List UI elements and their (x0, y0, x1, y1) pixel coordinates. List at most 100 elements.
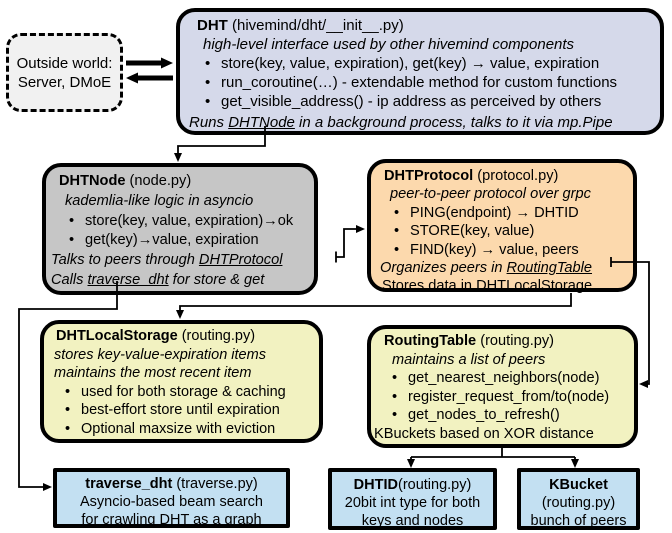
dhtlocalstorage-subtitle-2: maintains the most recent item (54, 365, 252, 382)
dhtnode-calls-prefix: Calls (51, 271, 88, 288)
dhtprotocol-bullet-1-text: PING(endpoint) → DHTID (410, 204, 579, 221)
dhtnode-title: DHTNode (node.py) (59, 172, 310, 192)
dhtprotocol-bullet-3-text: FIND(key) → value, peers (410, 241, 579, 258)
dht-bullet-3: • get_visible_address() - ip address as p… (205, 92, 654, 111)
dhtlocalstorage-bullet-1: • used for both storage & caching (65, 383, 315, 402)
dhtprotocol-box: DHTProtocol (protocol.py) peer-to-peer p… (367, 159, 637, 295)
dhtlocalstorage-bullet-2-text: best-effort store until expiration (81, 402, 280, 419)
dhtnode-bullet-1: • store(key, value, expiration)→ok (69, 212, 310, 232)
kbucket-title: KBucket (549, 477, 608, 493)
dhtnode-bullet-2: • get(key)→value, expiration (69, 231, 310, 251)
dhtprotocol-bullet-1: • PING(endpoint) → DHTID (394, 204, 629, 222)
bullet-icon: • (65, 383, 71, 400)
dht-bullet-2: • run_coroutine(…) - extendable method fo… (205, 73, 654, 92)
dhtnode-calls-line: Calls traverse_dht for store & get (51, 271, 310, 291)
dhtlocalstorage-subtitle-1: stores key-value-expiration items (54, 346, 266, 363)
dhtnode-peers-line: Talks to peers through DHTProtocol (51, 251, 310, 271)
dhtprotocol-stores-line: Stores data in DHTLocalStorage (382, 277, 629, 295)
routingtable-subtitle: maintains a list of peers (392, 351, 546, 368)
bullet-icon: • (394, 241, 400, 258)
dhtnode-dhtprotocol-ref: DHTProtocol (198, 252, 283, 269)
dhtid-title: DHTID(routing.py) (332, 476, 493, 494)
bullet-icon: • (392, 370, 398, 387)
dhtnode-subtitle: kademlia-like logic in asyncio (65, 192, 254, 209)
kbucket-line2: (routing.py) (541, 495, 616, 511)
traverse-dht-title: traverse_dht (traverse.py) (57, 475, 286, 493)
dhtlocalstorage-bullet-2: •best-effort store until expiration (65, 401, 315, 420)
routingtable-bullet-2: • register_request_from/to(node) (392, 388, 630, 407)
bullet-icon: • (69, 212, 75, 229)
dhtprotocol-routingtable-ref: RoutingTable (506, 260, 593, 277)
dhtnode-box: DHTNode (node.py) kademlia-like logic in… (42, 163, 318, 295)
bullet-icon: • (205, 74, 211, 91)
dht-bullet-2-text: run_coroutine(…) - extendable method for… (221, 74, 618, 91)
kbucket-line3: bunch of peers (530, 513, 627, 529)
dhtlocalstorage-bullet-3-text: Optional maxsize with eviction (81, 420, 276, 437)
outside-world-line1: Outside world: (16, 54, 113, 72)
outside-world-box: Outside world: Server, DMoE (6, 33, 123, 112)
dhtid-title-file: (routing.py) (397, 477, 472, 493)
traverse-dht-line2: Asyncio-based beam search (80, 494, 263, 510)
dhtnode-calls-suffix: for store & get (168, 271, 265, 288)
dht-title-file: (hivemind/dht/__init__.py) (227, 17, 404, 34)
dhtnode-bullet-2-text: get(key)→value, expiration (85, 232, 259, 249)
dht-box: DHT (hivemind/dht/__init__.py) high-leve… (176, 8, 664, 135)
routingtable-footer: KBuckets based on XOR distance (374, 425, 594, 442)
dhtlocalstorage-title-file: (routing.py) (177, 328, 256, 344)
bullet-icon: • (205, 55, 211, 72)
dhtlocalstorage-title-name: DHTLocalStorage (56, 328, 178, 344)
dht-footer-suffix: in a background process, talks to it via… (294, 114, 613, 131)
dht-bullet-1-text: store(key, value, expiration), get(key) … (221, 55, 600, 72)
dhtprotocol-bullet-2: • STORE(key, value) (394, 222, 629, 240)
dhtprotocol-bullet-2-text: STORE(key, value) (410, 223, 535, 240)
bullet-icon: • (394, 204, 400, 221)
dhtprotocol-organizes-prefix: Organizes peers in (380, 260, 507, 277)
dhtprotocol-stores-prefix: Stores data in DHT (382, 278, 507, 295)
dhtnode-bullet-1-text: store(key, value, expiration)→ok (85, 212, 294, 229)
dhtlocalstorage-box: DHTLocalStorage (routing.py) stores key-… (40, 320, 323, 443)
dhtid-title-name: DHTID (353, 477, 398, 493)
routingtable-bullet-3-text: get_nodes_to_refresh() (408, 407, 560, 424)
bullet-icon: • (394, 223, 400, 240)
traverse-dht-title-name: traverse_dht (85, 476, 173, 492)
routingtable-bullet-1: • get_nearest_neighbors(node) (392, 369, 630, 388)
bullet-icon: • (205, 93, 211, 110)
routingtable-bullet-2-text: register_request_from/to(node) (408, 388, 610, 405)
dhtid-box: DHTID(routing.py) 20bit int type for bot… (328, 468, 497, 530)
dhtlocalstorage-bullet-1-text: used for both storage & caching (81, 383, 286, 400)
dhtnode-title-file: (node.py) (125, 173, 192, 189)
bullet-icon: • (392, 407, 398, 424)
dhtprotocol-title-name: DHTProtocol (384, 168, 474, 184)
dht-title: DHT (hivemind/dht/__init__.py) (197, 16, 654, 35)
dhtprotocol-title: DHTProtocol (protocol.py) (384, 167, 629, 185)
bullet-icon: • (65, 420, 71, 437)
arrow-dhtnode-to-dhtprotocol (336, 225, 365, 257)
routingtable-title-name: RoutingTable (384, 333, 477, 349)
dhtlocalstorage-bullet-3: • Optional maxsize with eviction (65, 420, 315, 439)
routingtable-title: RoutingTable (routing.py) (384, 332, 630, 351)
bullet-icon: • (392, 388, 398, 405)
dhtnode-title-name: DHTNode (59, 173, 126, 189)
dht-bullet-1: • store(key, value, expiration), get(key)… (205, 54, 654, 73)
dhtprotocol-title-file: (protocol.py) (473, 168, 559, 184)
dht-subtitle: high-level interface used by other hivem… (203, 36, 575, 53)
routingtable-title-file: (routing.py) (476, 333, 555, 349)
dhtprotocol-organizes-line: Organizes peers in RoutingTable (380, 259, 629, 277)
traverse-dht-line3: for crawling DHT as a graph (81, 512, 262, 528)
routingtable-bullet-1-text: get_nearest_neighbors(node) (408, 370, 600, 387)
dhtlocalstorage-title: DHTLocalStorage (routing.py) (56, 327, 315, 346)
dhtprotocol-subtitle: peer-to-peer protocol over grpc (390, 186, 591, 203)
bullet-icon: • (69, 232, 75, 249)
traverse-dht-title-file: (traverse.py) (172, 476, 258, 492)
outside-world-line2: Server, DMoE (17, 73, 112, 91)
kbucket-box: KBucket (routing.py) bunch of peers (517, 468, 640, 530)
dhtid-line3: keys and nodes (361, 513, 464, 529)
routingtable-box: RoutingTable (routing.py) maintains a li… (367, 325, 638, 448)
dht-bullet-3-text: get_visible_address() - ip address as pe… (221, 93, 602, 110)
dhtprotocol-localstorage-ref: LocalStorage (506, 278, 593, 295)
routingtable-bullet-3: • get_nodes_to_refresh() (392, 406, 630, 425)
dhtnode-peers-prefix: Talks to peers through (51, 252, 199, 269)
dht-footer-prefix: Runs (189, 114, 229, 131)
dhtnode-traverse-ref: traverse_dht (87, 271, 169, 288)
